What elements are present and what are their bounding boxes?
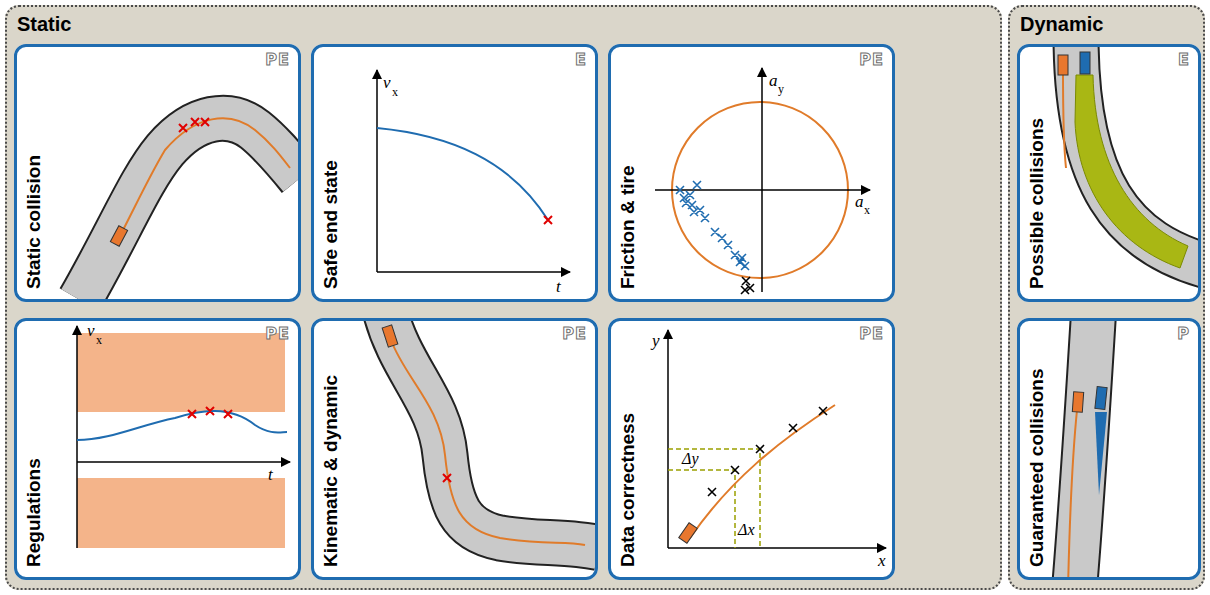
road-edge xyxy=(80,118,298,299)
axis-subscript: x xyxy=(96,334,102,346)
sub-panel: Regulations PE xyxy=(14,318,301,580)
panel-title: Possible collisions xyxy=(1024,59,1050,289)
regulations-figure xyxy=(77,326,290,548)
axis-subscript: y xyxy=(778,83,784,95)
mode-badge: P xyxy=(1177,324,1190,343)
axis-label: v xyxy=(383,74,391,91)
panel-title: Data correctness xyxy=(615,333,641,567)
sub-panel: Possible collisions E xyxy=(1017,44,1201,302)
axis-label: v xyxy=(87,322,95,339)
sub-panel: Friction & tire PE xyxy=(608,44,895,302)
mode-badge: E xyxy=(575,50,587,69)
axis-label: t xyxy=(268,466,273,483)
possible-collisions-figure xyxy=(1058,47,1198,268)
panel-title: Kinematic & dynamic xyxy=(318,333,344,567)
group-heading: Static xyxy=(17,13,71,36)
axis-subscript: x xyxy=(864,204,870,216)
sub-panel: Safe end state E xyxy=(311,44,598,302)
data-correctness-figure xyxy=(668,330,886,548)
mode-badge: E xyxy=(1178,50,1190,69)
friction-circle-figure xyxy=(655,68,870,294)
axis-label: t xyxy=(556,278,561,295)
axis-label: x xyxy=(878,552,886,569)
sub-panel: Kinematic & dynamic PE xyxy=(311,318,598,580)
sub-panel: Guaranteed collisions P xyxy=(1017,318,1201,580)
kinematic-figure xyxy=(382,321,595,550)
sub-panel: Static collision PE xyxy=(14,44,301,302)
safe-end-state-figure xyxy=(377,70,570,272)
panel-grounds xyxy=(14,44,1201,580)
trajectory xyxy=(120,118,290,236)
sub-panel: Data correctness PE xyxy=(608,318,895,580)
static-collision-figure xyxy=(80,118,298,299)
mode-badge: PE xyxy=(562,324,587,343)
axis-label: y xyxy=(652,332,660,349)
mode-badge: PE xyxy=(859,324,884,343)
mode-badge: PE xyxy=(859,50,884,69)
road xyxy=(80,118,298,299)
panel-group: StaticStatic collisionPESafe end stateEF… xyxy=(5,5,1002,590)
group-heading: Dynamic xyxy=(1020,13,1103,36)
panel-group: DynamicPossible collisions E Guaranteed co… xyxy=(1008,5,1205,590)
guaranteed-collisions-figure xyxy=(1068,321,1107,577)
static-ground xyxy=(5,5,1002,590)
axis-subscript: x xyxy=(392,86,398,98)
panel-title: Regulations xyxy=(21,333,47,567)
axis-label: a xyxy=(769,72,778,89)
axis-label: a xyxy=(855,193,864,210)
ego-car xyxy=(110,226,127,247)
violation-marks xyxy=(179,118,209,132)
axis-label: Δy xyxy=(682,451,699,467)
panel-title: Friction & tire xyxy=(615,59,641,289)
mode-badge: PE xyxy=(265,50,290,69)
dynamic-ground xyxy=(1008,5,1205,590)
axis-label: Δx xyxy=(738,522,755,538)
panel-title: Safe end state xyxy=(318,59,344,289)
panel-title: Static collision xyxy=(21,59,47,289)
mode-badge: PE xyxy=(265,324,290,343)
panel-title: Guaranteed collisions xyxy=(1024,333,1050,567)
